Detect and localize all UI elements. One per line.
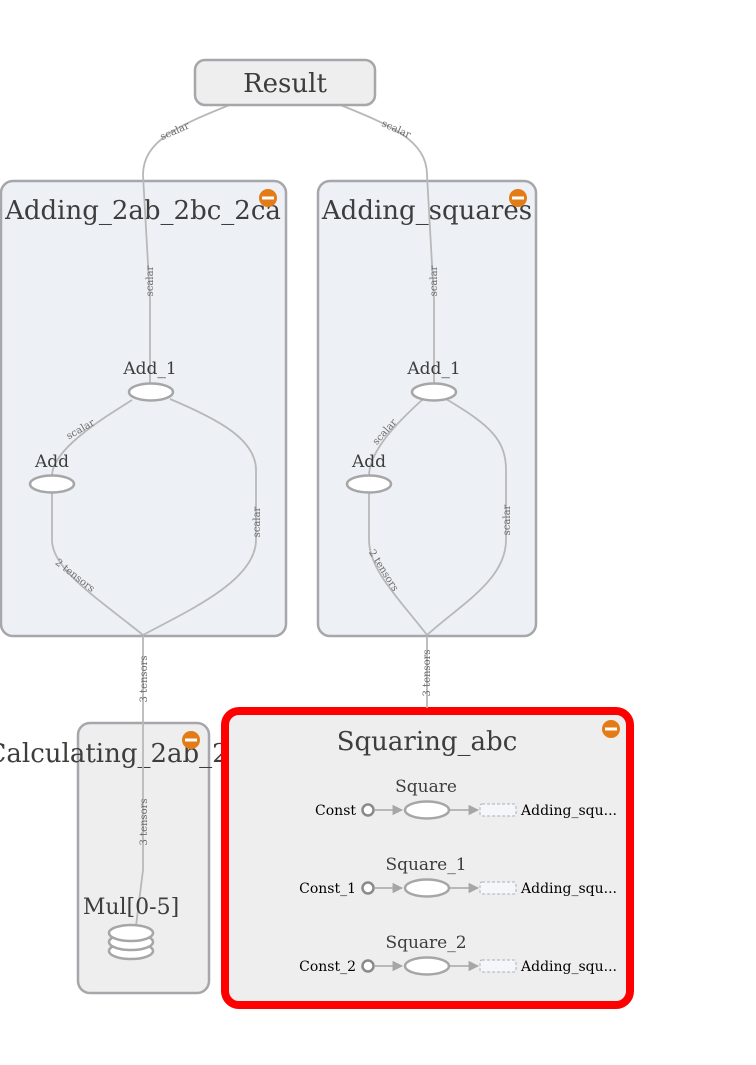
edge-left-down [135, 636, 144, 927]
edge-label: scalar [502, 504, 513, 535]
edge-label: scalar [159, 120, 192, 143]
op-node [403, 878, 451, 898]
edge-result-right [337, 103, 435, 384]
op-label: Add_1 [406, 359, 460, 379]
collapse-icon[interactable] [602, 720, 620, 738]
edge-label: scalar [380, 118, 413, 141]
const-node [361, 803, 375, 817]
edges [51, 103, 507, 927]
result-node[interactable]: Result [193, 58, 377, 107]
op-node [403, 956, 451, 976]
bridge-node [479, 881, 517, 895]
op-add-right[interactable]: Add [345, 452, 393, 494]
group-title: Adding_squares [321, 196, 532, 226]
const-label: Const [315, 803, 356, 819]
edge-label: scalar [429, 265, 440, 296]
edge-add-bottom-right [368, 492, 428, 636]
edge-right-left [142, 398, 257, 636]
squaring-row-2[interactable]: Square_2 Const_2 Adding_squ... [299, 933, 617, 976]
edge-result-left [142, 103, 233, 384]
edge-right-right [426, 398, 507, 636]
op-label: Add [34, 452, 69, 472]
group-title: Adding_2ab_2bc_2ca [4, 196, 281, 226]
const-node [361, 881, 375, 895]
op-label: Square_1 [385, 855, 466, 875]
op-label: Square [395, 777, 457, 797]
bridge-node [479, 959, 517, 973]
const-label: Const_2 [299, 959, 356, 975]
edge-add-to-add1-left [51, 399, 133, 477]
op-add-1-left[interactable]: Add_1 [122, 359, 177, 402]
edge-label: 3 tensors [422, 650, 433, 697]
output-label: Adding_squ... [520, 881, 617, 897]
collapse-icon[interactable] [182, 731, 200, 749]
const-label: Const_1 [299, 881, 356, 897]
op-add-1-right[interactable]: Add_1 [406, 359, 461, 402]
op-node [403, 800, 451, 820]
edge-label: 3 tensors [139, 799, 150, 846]
edge-add-to-add1-right [368, 399, 423, 477]
edge-add-bottom-left [51, 492, 144, 636]
group-adding-squares[interactable]: Adding_squares [316, 179, 538, 638]
bridge-node [479, 803, 517, 817]
result-title: Result [243, 69, 327, 99]
const-node [361, 959, 375, 973]
collapse-icon[interactable] [259, 189, 277, 207]
edge-label: 3 tensors [139, 656, 150, 703]
series-label: Mul[0-5] [83, 895, 179, 920]
collapse-icon[interactable] [509, 189, 527, 207]
group-squaring-abc[interactable]: Squaring_abc [221, 707, 634, 1009]
edge-label: scalar [252, 506, 263, 537]
output-label: Adding_squ... [520, 959, 617, 975]
op-label: Square_2 [385, 933, 466, 953]
edge-label: scalar [145, 265, 156, 296]
op-add-left[interactable]: Add [28, 452, 76, 494]
series-node-mul[interactable]: Mul[0-5] [83, 895, 179, 961]
squaring-row-0[interactable]: Square Const Adding_squ... [315, 777, 617, 820]
squaring-row-1[interactable]: Square_1 Const_1 Adding_squ... [299, 855, 617, 898]
op-label: Add_1 [122, 359, 176, 379]
group-title: Squaring_abc [337, 727, 518, 757]
group-adding-2ab-2bc-2ca[interactable]: Adding_2ab_2bc_2ca [0, 179, 288, 638]
output-label: Adding_squ... [520, 803, 617, 819]
op-label: Add [351, 452, 386, 472]
